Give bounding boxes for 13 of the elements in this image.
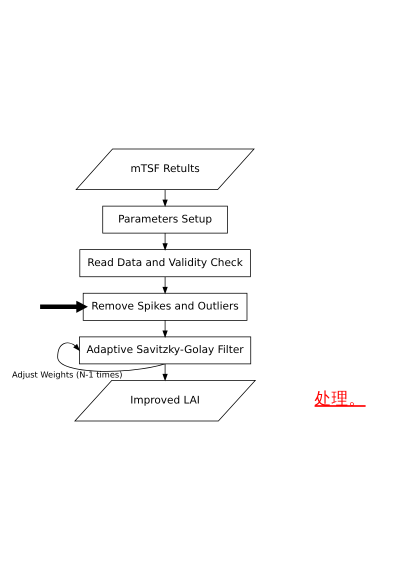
arrow — [162, 189, 168, 208]
arrow — [162, 276, 168, 294]
arrow — [57, 342, 166, 372]
node-box: Adaptive Savitzky-Golay Filter — [79, 336, 252, 364]
arrow — [162, 320, 168, 338]
label: 处理。 — [314, 389, 366, 408]
node-box: Read Data and Validity Check — [79, 249, 251, 278]
arrow — [162, 232, 168, 251]
node-box: Parameters Setup — [102, 206, 228, 234]
arrow — [40, 300, 88, 313]
node-box: Remove Spikes and Outliers — [82, 292, 248, 321]
edge-label: Adjust Weights (N-1 times) — [12, 369, 122, 380]
arrow — [162, 364, 168, 382]
